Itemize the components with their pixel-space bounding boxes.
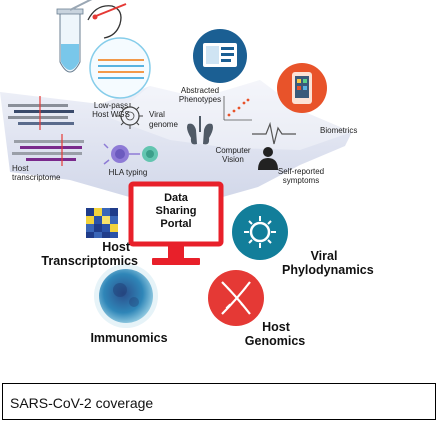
phone-icon (277, 63, 327, 113)
caption-text: SARS-CoV-2 coverage (10, 395, 154, 411)
transcriptome-label: transcriptome (12, 173, 61, 182)
abstracted-label: Abstracted (180, 86, 220, 95)
viral-phylodynamics-line-1: Viral (310, 249, 338, 263)
alignment-stack-icon (8, 96, 74, 130)
dna-icon (208, 270, 264, 326)
portal-line-3: Portal (160, 218, 192, 230)
viral-phylodynamics-icon (232, 204, 288, 260)
immunomics-label: Immunomics (90, 331, 168, 345)
symptoms-label: symptoms (282, 176, 320, 185)
host-wgs-label: Host WGS (92, 110, 130, 119)
biometrics-label: Biometrics (320, 126, 358, 135)
person-icon (258, 147, 278, 170)
sample-tube-icon (56, 0, 93, 73)
band-highlight (110, 80, 352, 150)
sequencing-reads-icon (89, 37, 151, 99)
low-pass-label: Low-pass (93, 101, 129, 110)
vision-label: Vision (222, 155, 244, 164)
transcriptome-reads-icon (12, 134, 84, 166)
portal-title: Data Sharing Portal (136, 192, 216, 231)
self-reported-label: Self-reported (277, 167, 325, 176)
scatter-mini-icon (223, 96, 252, 121)
host-transcriptomics-line-1: Host (102, 240, 130, 254)
nose-swab-icon (87, 3, 127, 39)
hla-cell-icon (103, 143, 158, 165)
viral-phylodynamics-line-2: Phylodynamics (282, 263, 374, 277)
viral-label: Viral (149, 110, 165, 119)
hla-typing-label: HLA typing (108, 168, 148, 177)
portal-monitor-icon (128, 181, 224, 265)
heartbeat-icon (252, 121, 296, 145)
host-genomics-line-1: Host (262, 320, 290, 334)
phenotypes-label: Phenotypes (178, 95, 222, 104)
computer-label: Computer (215, 146, 251, 155)
tablet-icon (193, 29, 247, 83)
figure-canvas (0, 0, 352, 328)
heatmap-icon (86, 208, 118, 238)
portal-line-2: Sharing (155, 205, 197, 217)
host-transcriptomics-line-2: Transcriptomics (41, 254, 138, 268)
immune-cell-icon (94, 264, 158, 328)
lungs-icon (187, 116, 213, 145)
caption-box: SARS-CoV-2 coverage (2, 383, 436, 420)
host-genomics-line-2: Genomics (244, 334, 306, 348)
host-label: Host (12, 164, 29, 173)
genome-label: genome (149, 120, 178, 129)
virus-icon (117, 103, 143, 129)
portal-line-1: Data (164, 192, 188, 204)
